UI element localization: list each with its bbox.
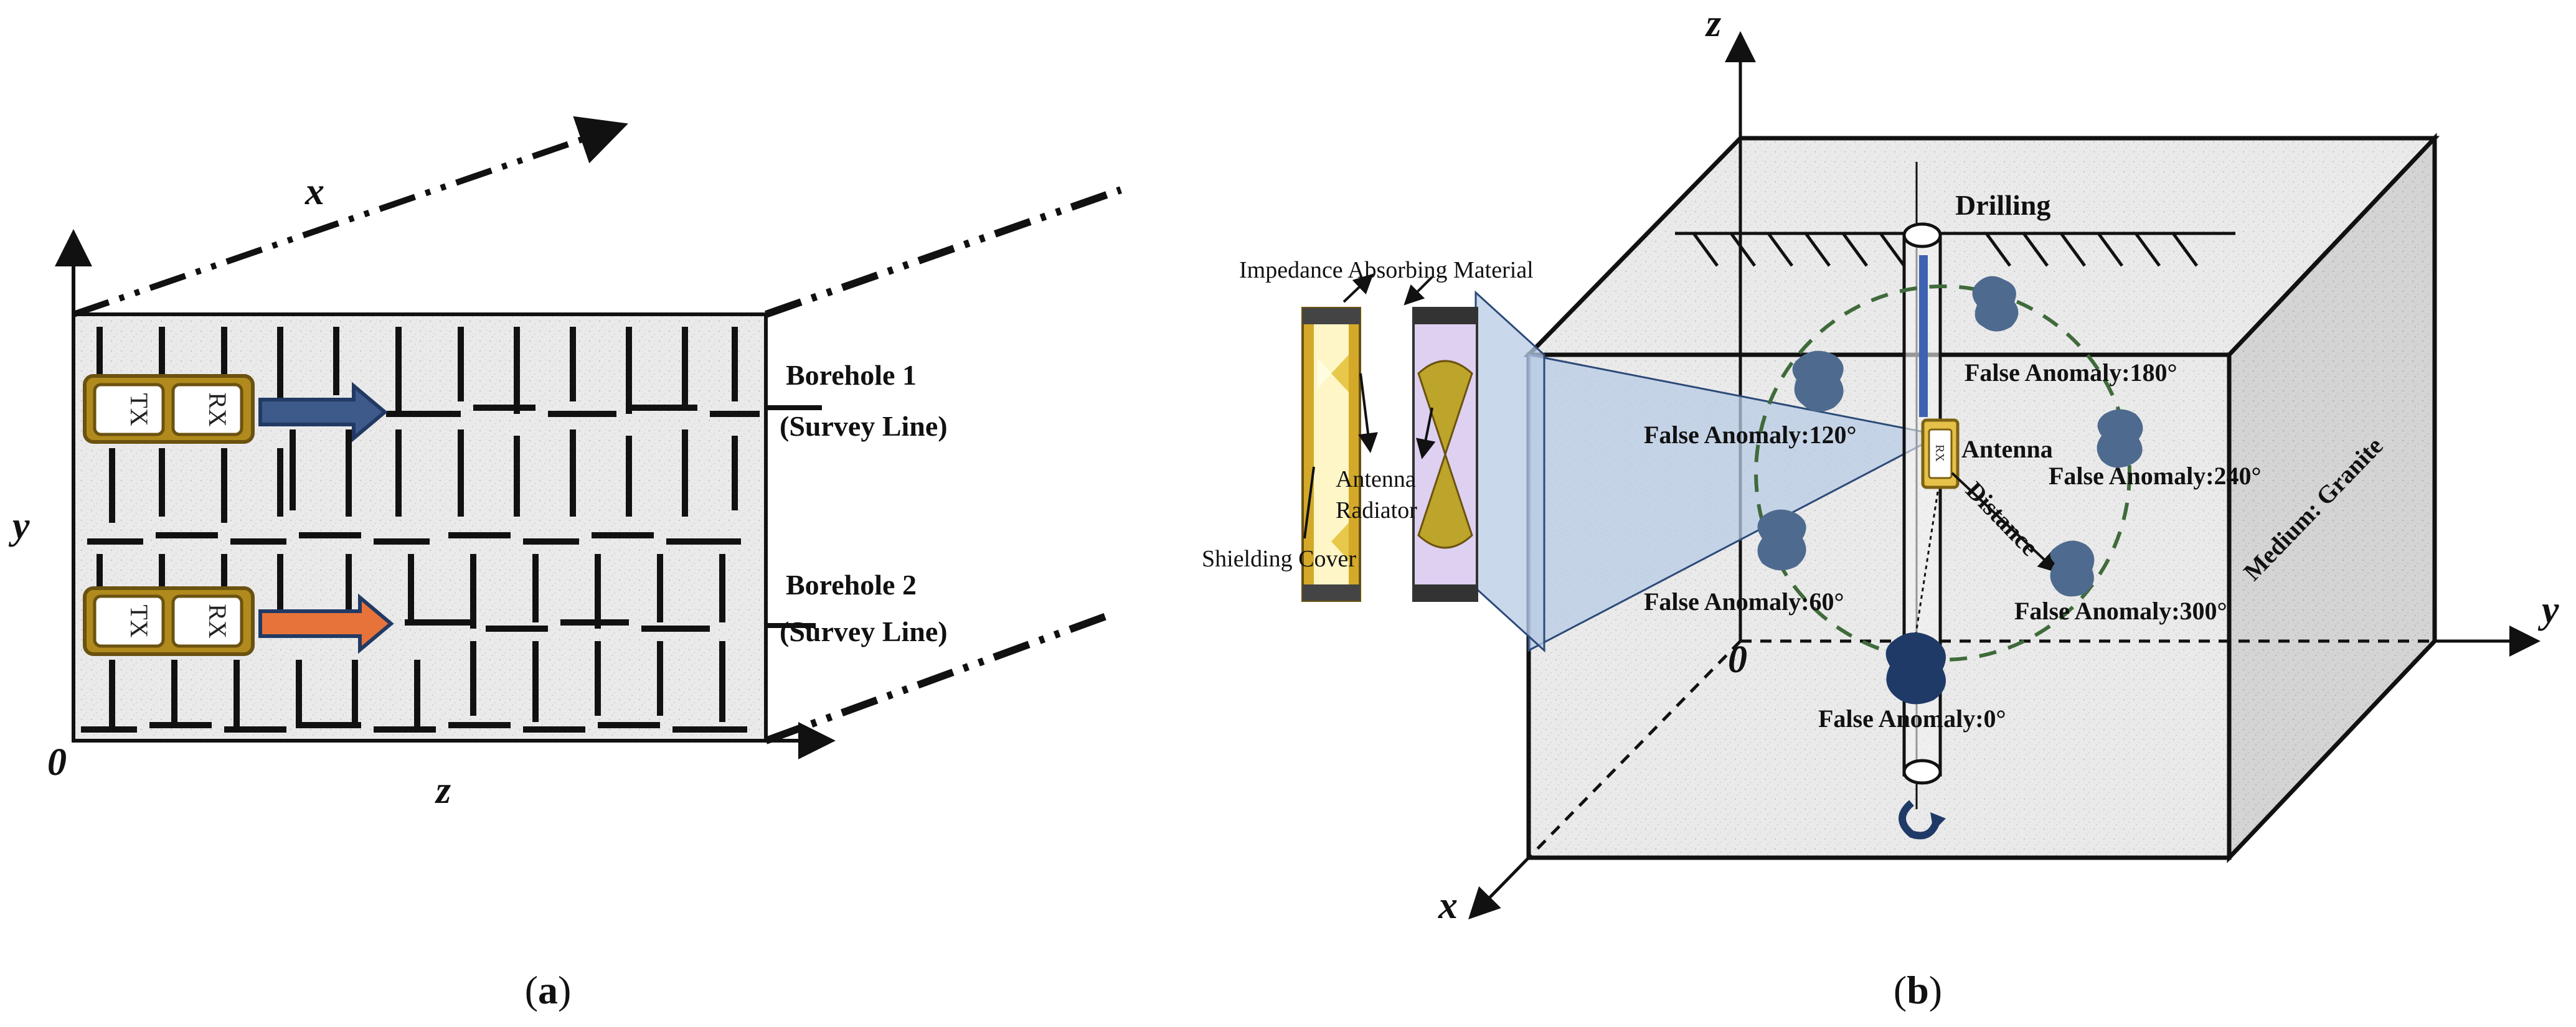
perspective-line-top	[765, 186, 1122, 318]
survey-grid	[81, 327, 760, 733]
axis-x-label-a: x	[304, 171, 324, 213]
anomaly0-arrow	[1907, 491, 1939, 657]
antenna-probe: RX	[1921, 418, 1960, 489]
ground-surface	[1675, 232, 2235, 267]
anomaly-300-label: False Anomaly:300°	[2014, 597, 2227, 625]
impedance-label: Impedance Absorbing Material	[1239, 257, 1534, 283]
anomaly-0-blob	[1885, 632, 1946, 705]
shielding-cover-label: Shielding Cover	[1202, 546, 1356, 572]
perspective-line-bottom	[764, 609, 1116, 744]
direction-arrow-1	[258, 382, 388, 443]
x-axis-a	[72, 116, 628, 317]
anomaly-0-label: False Anomaly:0°	[1818, 705, 2006, 733]
anomaly-120-blob	[1792, 350, 1844, 412]
antenna-radiator-label-2: Radiator	[1336, 497, 1417, 523]
origin-label-b: 0	[1728, 639, 1747, 681]
anomaly-60-blob	[1757, 509, 1806, 571]
direction-arrow-2	[258, 593, 394, 654]
anomaly-60-label: False Anomaly:60°	[1644, 588, 1844, 616]
rotation-circle	[1754, 284, 2131, 662]
anomaly-180-blob	[1972, 276, 2019, 332]
antenna-radiator-label-1: Antenna	[1336, 466, 1416, 492]
distance-arrow	[1951, 472, 2059, 573]
borehole-2-label: Borehole 2	[786, 569, 917, 601]
rotation-arrow-icon	[1899, 800, 1946, 840]
axis-z-label-b: z	[1705, 2, 1721, 45]
leader-lines	[1303, 273, 1436, 539]
drilling-label: Drilling	[1955, 189, 2050, 221]
borehole-1-sublabel: (Survey Line)	[780, 410, 948, 442]
axis-y-label-a: y	[8, 505, 30, 547]
anomaly-120-label: False Anomaly:120°	[1644, 421, 1857, 449]
borehole-1-label: Borehole 1	[786, 359, 917, 391]
antenna-detail-radiator	[1412, 307, 1478, 602]
anomaly-240-label: False Anomaly:240°	[2049, 462, 2262, 490]
probe-rx-text: RX	[1933, 444, 1946, 462]
antenna-detail-shielded	[1301, 307, 1361, 602]
probe-2: TX RX	[83, 586, 255, 656]
tx-label-2: TX	[125, 604, 153, 637]
anomaly-180-label: False Anomaly:180°	[1965, 359, 2177, 387]
rx-label-2: RX	[204, 604, 232, 639]
anomaly-300-blob	[2050, 540, 2095, 597]
cone-to-detail	[1474, 290, 1545, 653]
axis-z-label-a: z	[435, 769, 451, 812]
origin-label-a: 0	[47, 741, 67, 784]
caption-a: (a)	[525, 968, 572, 1012]
rx-label-1: RX	[204, 392, 232, 427]
panel-a: x y z 0 TX RX TX RX Borehole 1 (Survey L…	[8, 116, 1122, 1012]
panel-b: z y x 0 Drilling RX	[1202, 2, 2559, 1012]
antenna-label: Antenna	[1961, 435, 2053, 463]
x-axis-b	[1468, 856, 1530, 920]
tx-label-1: TX	[125, 393, 153, 426]
caption-b: (b)	[1894, 968, 1942, 1012]
probe-1: TX RX	[83, 374, 255, 444]
borehole-2-sublabel: (Survey Line)	[780, 616, 948, 647]
axis-y-label-b: y	[2537, 589, 2559, 631]
anomaly-240-blob	[2097, 409, 2143, 468]
axis-x-label-b: x	[1438, 884, 1458, 927]
